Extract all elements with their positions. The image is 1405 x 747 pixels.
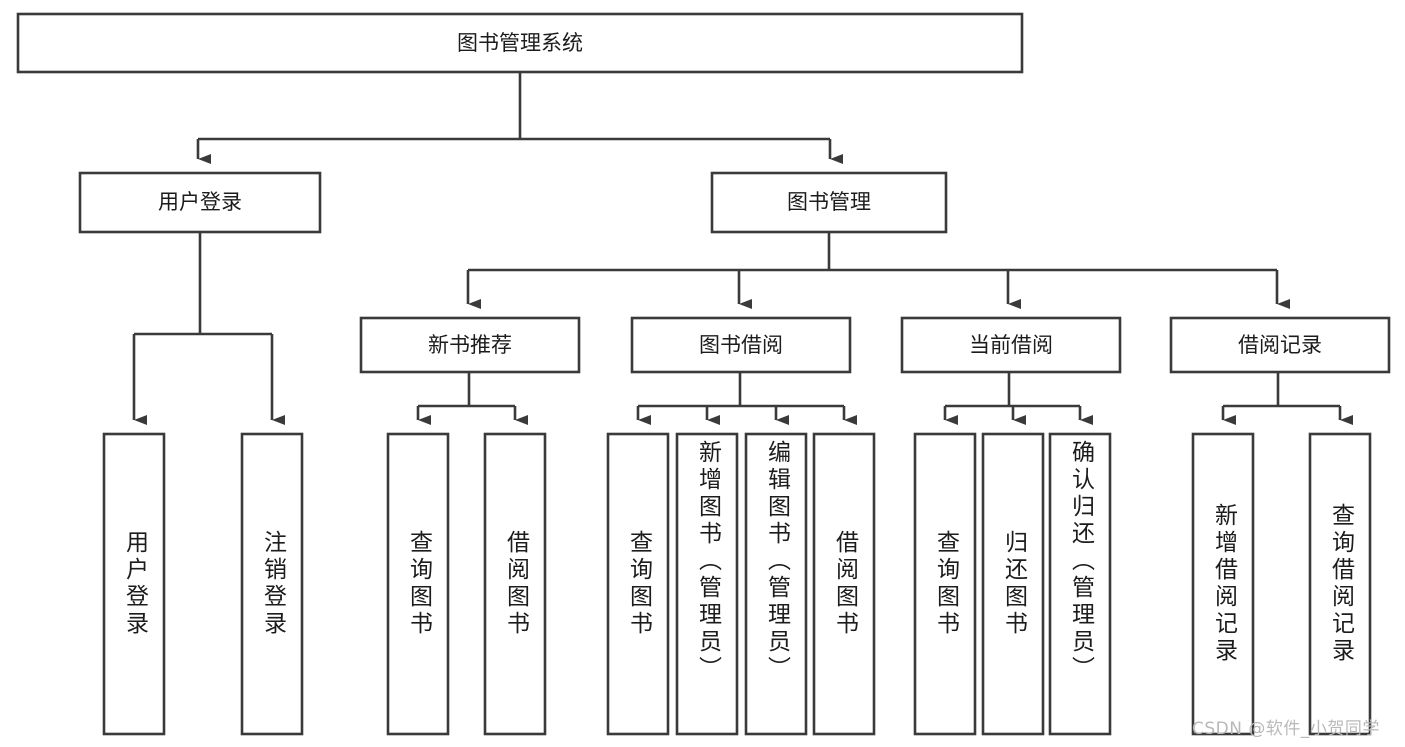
leaf-confirm-return-box[interactable] bbox=[1048, 432, 1112, 736]
csdn-watermark: CSDN @软件_小贺同学 bbox=[1192, 719, 1380, 739]
connector-group-current-borrow bbox=[943, 372, 1093, 425]
leaf-add-borrow-record-box[interactable] bbox=[1191, 432, 1255, 736]
node-borrow-record-label: 借阅记录 bbox=[1238, 333, 1322, 357]
node-current-borrow-label: 当前借阅 bbox=[969, 333, 1053, 357]
node-book-management[interactable]: 图书管理 bbox=[710, 171, 948, 234]
node-new-book-recommend-box[interactable] bbox=[359, 316, 581, 374]
node-user-login-label: 用户登录 bbox=[158, 190, 242, 214]
leaf-query-book-borrow-box[interactable] bbox=[606, 432, 670, 736]
connector-group-new-book-recommend bbox=[416, 372, 528, 425]
node-user-login-box[interactable] bbox=[78, 171, 322, 234]
node-root-box[interactable] bbox=[16, 12, 1024, 74]
connector-group-book-borrow bbox=[636, 372, 857, 425]
node-user-login[interactable]: 用户登录 bbox=[78, 171, 322, 234]
connector-group-user-login bbox=[132, 232, 285, 425]
node-borrow-record-box[interactable] bbox=[1169, 316, 1391, 374]
connector-group-borrow-record bbox=[1221, 372, 1353, 425]
leaf-user-login-box[interactable] bbox=[102, 432, 166, 736]
leaf-query-book-current-box[interactable] bbox=[913, 432, 977, 736]
connector-group-book-management bbox=[466, 232, 1290, 309]
leaf-return-book-box[interactable] bbox=[981, 432, 1045, 736]
leaf-query-borrow-record-box[interactable] bbox=[1308, 432, 1372, 736]
node-book-borrow-label: 图书借阅 bbox=[699, 333, 783, 357]
leaf-boxes-group bbox=[102, 432, 1372, 736]
leaf-borrow-book-recommend-box[interactable] bbox=[483, 432, 547, 736]
node-book-borrow[interactable]: 图书借阅 bbox=[630, 316, 852, 374]
node-current-borrow-box[interactable] bbox=[900, 316, 1122, 374]
node-current-borrow[interactable]: 当前借阅 bbox=[900, 316, 1122, 374]
node-root-label: 图书管理系统 bbox=[457, 31, 583, 55]
leaf-query-book-recommend-box[interactable] bbox=[386, 432, 450, 736]
node-book-management-label: 图书管理 bbox=[787, 190, 871, 214]
node-book-management-box[interactable] bbox=[710, 171, 948, 234]
leaf-edit-book-box[interactable] bbox=[744, 432, 808, 736]
node-new-book-recommend-label: 新书推荐 bbox=[428, 333, 512, 357]
node-new-book-recommend[interactable]: 新书推荐 bbox=[359, 316, 581, 374]
leaf-add-book-box[interactable] bbox=[675, 432, 739, 736]
connector-group-root bbox=[196, 72, 843, 164]
node-book-borrow-box[interactable] bbox=[630, 316, 852, 374]
leaf-borrow-book-box[interactable] bbox=[812, 432, 876, 736]
leaf-logout-box[interactable] bbox=[240, 432, 304, 736]
node-borrow-record[interactable]: 借阅记录 bbox=[1169, 316, 1391, 374]
node-root[interactable]: 图书管理系统 bbox=[16, 12, 1024, 74]
